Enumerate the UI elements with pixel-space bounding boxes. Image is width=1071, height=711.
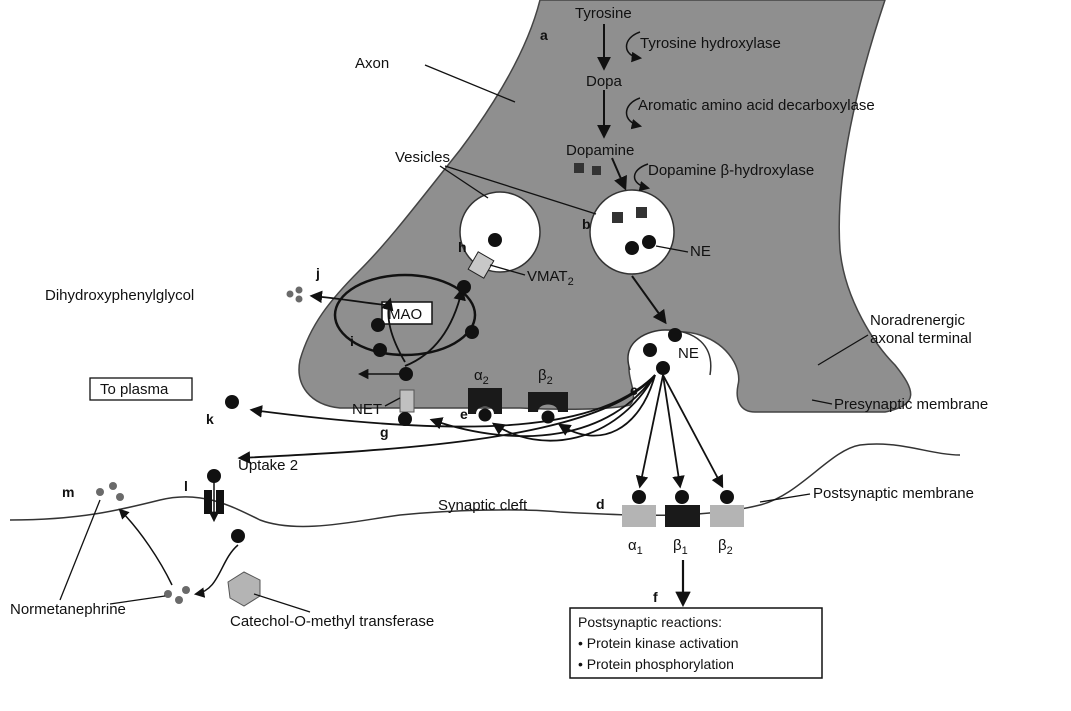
metabolite-dot xyxy=(296,296,303,303)
normetanephrine-pointer-right xyxy=(110,596,165,604)
normetanephrine-pointer-up xyxy=(60,500,100,600)
mao-label: MAO xyxy=(388,306,422,323)
letter-e: e xyxy=(460,406,468,422)
ne-molecule xyxy=(399,367,413,381)
ne-release-label: NE xyxy=(678,345,699,362)
dopamine-label: Dopamine xyxy=(566,142,634,159)
letter-m: m xyxy=(62,484,74,500)
postsynaptic-membrane-pointer xyxy=(760,494,810,502)
ne-molecule xyxy=(675,490,689,504)
beta1-label: β1 xyxy=(673,537,688,557)
metabolite-dot xyxy=(287,291,294,298)
ne-molecule xyxy=(231,529,245,543)
aromatic-decarboxylase-label: Aromatic amino acid decarboxylase xyxy=(638,97,875,114)
uptake2-label: Uptake 2 xyxy=(238,457,298,474)
letter-a: a xyxy=(540,27,548,43)
dopamine-molecule xyxy=(636,207,647,218)
normetanephrine-dot xyxy=(175,596,183,604)
letter-b: b xyxy=(582,216,591,232)
vesicles-label: Vesicles xyxy=(395,149,450,166)
ne-molecule xyxy=(642,235,656,249)
ne-molecule xyxy=(643,343,657,357)
postsynaptic-reactions-item2: • Protein phosphorylation xyxy=(578,656,734,672)
letter-c: c xyxy=(630,382,638,398)
metabolite-dot xyxy=(296,287,303,294)
ne-molecule xyxy=(632,490,646,504)
ne-molecule xyxy=(371,318,385,332)
letter-d: d xyxy=(596,496,605,512)
ne-vesicle-label: NE xyxy=(690,243,711,260)
beta2-post-receptor xyxy=(710,505,744,527)
dopamine-hydroxylase-label: Dopamine β-hydroxylase xyxy=(648,162,814,179)
presynaptic-membrane-label: Presynaptic membrane xyxy=(834,396,988,413)
letter-f: f xyxy=(653,589,658,605)
letter-h: h xyxy=(458,239,467,255)
noradrenergic-label-line1: Noradrenergic xyxy=(870,312,966,329)
ne-molecule xyxy=(479,409,492,422)
beta2-post-label: β2 xyxy=(718,537,733,557)
normetanephrine-dot xyxy=(96,488,104,496)
ne-molecule xyxy=(488,233,502,247)
beta1-receptor xyxy=(665,505,700,527)
letter-i: i xyxy=(350,333,354,349)
dopamine-molecule xyxy=(574,163,584,173)
alpha1-label: α1 xyxy=(628,537,643,557)
postsynaptic-reactions-title: Postsynaptic reactions: xyxy=(578,614,722,630)
letter-j: j xyxy=(315,265,320,281)
normetanephrine-dot xyxy=(182,586,190,594)
letter-g: g xyxy=(380,424,389,440)
ne-molecule xyxy=(465,325,479,339)
normetanephrine-efflux-arrow xyxy=(120,510,172,585)
dihydroxyphenylglycol-label: Dihydroxyphenylglycol xyxy=(45,287,194,304)
postsynaptic-reactions-item1: • Protein kinase activation xyxy=(578,635,739,651)
ne-molecule xyxy=(207,469,221,483)
vesicle-right xyxy=(590,190,674,274)
comt-pointer xyxy=(254,594,310,612)
noradrenergic-label-line2: axonal terminal xyxy=(870,330,972,347)
vesicle-left xyxy=(460,192,540,272)
synaptic-cleft-label: Synaptic cleft xyxy=(438,497,528,514)
comt-enzyme xyxy=(228,572,260,606)
ne-molecule xyxy=(668,328,682,342)
dopamine-molecule xyxy=(592,166,601,175)
comt-label: Catechol-O-methyl transferase xyxy=(230,613,434,630)
alpha1-receptor xyxy=(622,505,656,527)
dopa-label: Dopa xyxy=(586,73,623,90)
normetanephrine-dot xyxy=(116,493,124,501)
ne-molecule xyxy=(720,490,734,504)
postsynaptic-membrane-label: Postsynaptic membrane xyxy=(813,485,974,502)
ne-molecule xyxy=(656,361,670,375)
axon-pointer xyxy=(425,65,515,102)
normetanephrine-dot xyxy=(109,482,117,490)
ne-molecule xyxy=(625,241,639,255)
to-plasma-label: To plasma xyxy=(100,381,169,398)
tyrosine-label: Tyrosine xyxy=(575,5,632,22)
net-transporter xyxy=(400,390,414,412)
axon-label: Axon xyxy=(355,55,389,72)
tyrosine-hydroxylase-label: Tyrosine hydroxylase xyxy=(640,35,781,52)
letter-l: l xyxy=(184,478,188,494)
ne-molecule xyxy=(457,280,471,294)
uptake2-transporter-right xyxy=(216,490,224,514)
ne-molecule xyxy=(225,395,239,409)
dopamine-molecule xyxy=(612,212,623,223)
ne-molecule xyxy=(373,343,387,357)
normetanephrine-dot xyxy=(164,590,172,598)
normetanephrine-label: Normetanephrine xyxy=(10,601,126,618)
net-label: NET xyxy=(352,401,382,418)
letter-k: k xyxy=(206,411,214,427)
uptake2-transporter-left xyxy=(204,490,212,514)
